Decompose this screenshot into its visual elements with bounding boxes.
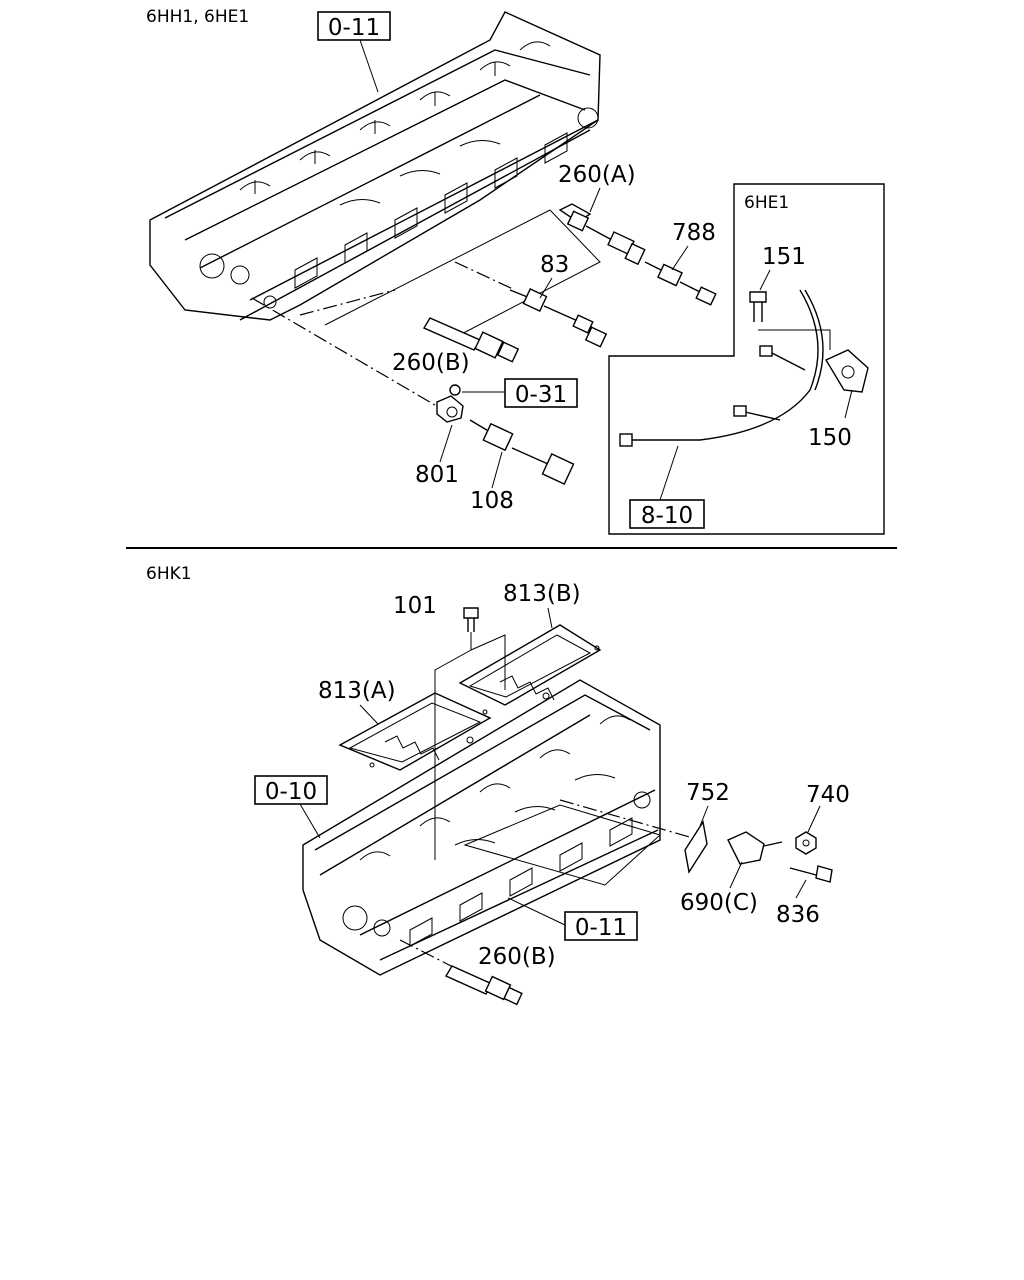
leader-0-11-bottom: [507, 897, 566, 926]
ref-0-11-bottom: 0-11: [575, 915, 627, 941]
leader-101-bolt: [434, 632, 472, 860]
label-101: 101: [393, 593, 437, 619]
bolt-101: [463, 607, 479, 632]
sensor-690c: [727, 831, 783, 865]
harness-8-10: [619, 289, 824, 447]
part-801: [436, 395, 464, 423]
label-260b-bottom: 260(B): [478, 944, 556, 970]
bolt-836: [789, 865, 833, 883]
leader-690c: [729, 861, 743, 889]
cylinder-head-bottom: [302, 679, 661, 976]
bracket-150: [824, 349, 869, 393]
label-150: 150: [808, 425, 852, 451]
sensor-bracket-bottom: [463, 804, 661, 886]
label-690c: 690(C): [680, 890, 758, 916]
bolt-151: [749, 291, 767, 322]
sensor-260b-bottom: [444, 965, 523, 1006]
leader-0-11-top: [359, 39, 379, 93]
label-801: 801: [415, 462, 459, 488]
label-836: 836: [776, 902, 820, 928]
sensor-260b-top: [422, 317, 520, 363]
cylinder-head-top: [149, 11, 601, 321]
leader-260a: [589, 187, 601, 213]
gasket-813a: [338, 692, 492, 771]
leader-108: [491, 451, 503, 489]
leader-101-bolt-b: [470, 634, 506, 690]
leader-150: [844, 389, 853, 419]
leader-151: [759, 269, 771, 291]
label-108: 108: [470, 488, 514, 514]
label-813a: 813(A): [318, 678, 396, 704]
leader-801: [439, 424, 453, 463]
label-788: 788: [672, 220, 716, 246]
leader-813a: [359, 704, 379, 725]
nut-740: [795, 831, 817, 855]
ref-box-0-10: [254, 775, 328, 805]
ref-8-10: 8-10: [641, 503, 693, 529]
label-260a: 260(A): [558, 162, 636, 188]
leader-83: [539, 277, 553, 299]
leader-8-10: [659, 445, 679, 501]
sensor-260a: [558, 203, 717, 306]
label-260b-top: 260(B): [392, 350, 470, 376]
leader-813b: [547, 607, 553, 629]
dash-line-801: [251, 297, 441, 409]
inset-6he1-frame: [608, 183, 885, 535]
ref-box-0-11-bottom: [564, 911, 638, 941]
label-83: 83: [540, 252, 569, 278]
ref-0-31: 0-31: [515, 382, 567, 408]
dash-line-260b-bottom: [399, 939, 456, 969]
leader-788: [671, 245, 689, 271]
label-740: 740: [806, 782, 850, 808]
ref-0-10: 0-10: [265, 779, 317, 805]
ref-box-8-10: [629, 499, 705, 529]
label-813b: 813(B): [503, 581, 581, 607]
label-151: 151: [762, 244, 806, 270]
leader-836: [795, 879, 807, 899]
top-section-header: 6HH1, 6HE1: [146, 7, 249, 27]
bottom-section-header: 6HK1: [146, 564, 192, 584]
gasket-813b: [458, 624, 602, 706]
label-752: 752: [686, 780, 730, 806]
sensor-108: [469, 419, 575, 485]
ref-box-0-31: [504, 378, 578, 408]
dash-line-690c: [559, 799, 701, 841]
ref-0-11-top: 0-11: [328, 15, 380, 41]
inset-header: 6HE1: [744, 193, 789, 213]
leader-151-bracket: [758, 329, 831, 350]
sensor-83: [509, 288, 608, 348]
leader-752: [699, 805, 709, 827]
bolt-0-31: [449, 384, 461, 396]
gasket-752: [684, 820, 708, 874]
leader-0-10: [299, 803, 321, 839]
leader-740: [807, 805, 821, 833]
ref-box-0-11-top: [317, 11, 391, 41]
